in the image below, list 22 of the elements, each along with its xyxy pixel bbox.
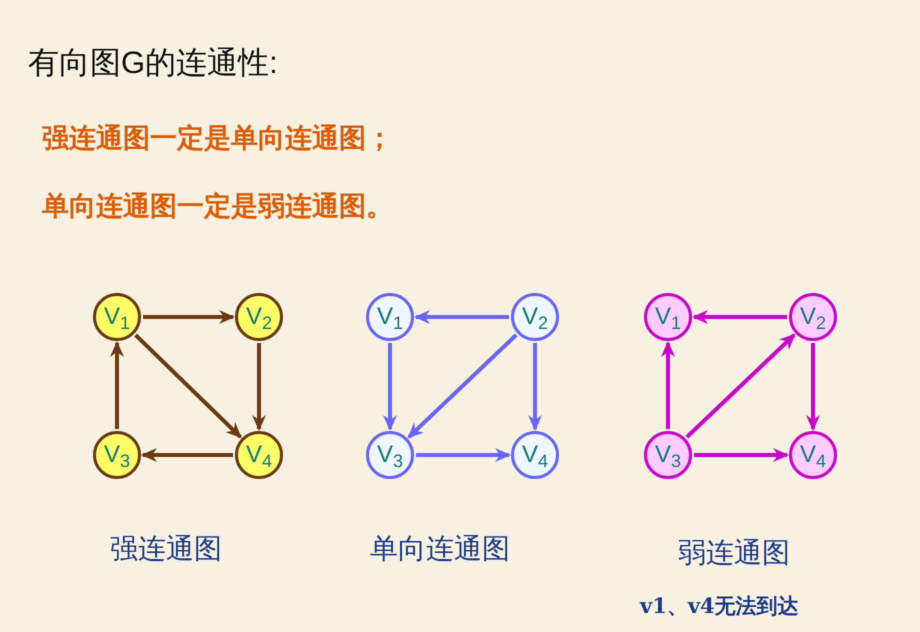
caption-text: 弱连通图 (678, 535, 790, 571)
arrow (661, 341, 675, 429)
caption-text: 单向连通图一定是弱连通图。 (42, 190, 393, 223)
arrow (407, 333, 518, 439)
title: 有向图G的连通性: (28, 44, 278, 82)
arrow (806, 343, 820, 431)
caption-text: 强连通图一定是单向连通图； (42, 122, 393, 155)
arrow (110, 341, 124, 429)
arrow (685, 333, 796, 439)
arrow (692, 310, 787, 324)
arrow (134, 334, 242, 438)
arrow (383, 343, 397, 431)
arrow (252, 343, 266, 431)
arrow (416, 448, 511, 462)
caption-text: 单向连通图 (370, 531, 510, 567)
caption-text: 强连通图 (110, 531, 222, 567)
arrow (694, 448, 789, 462)
arrow (414, 310, 509, 324)
caption-text: v1、v4无法到达 (640, 592, 799, 620)
arrow (528, 343, 542, 431)
arrow (141, 448, 233, 462)
arrow (143, 310, 235, 324)
